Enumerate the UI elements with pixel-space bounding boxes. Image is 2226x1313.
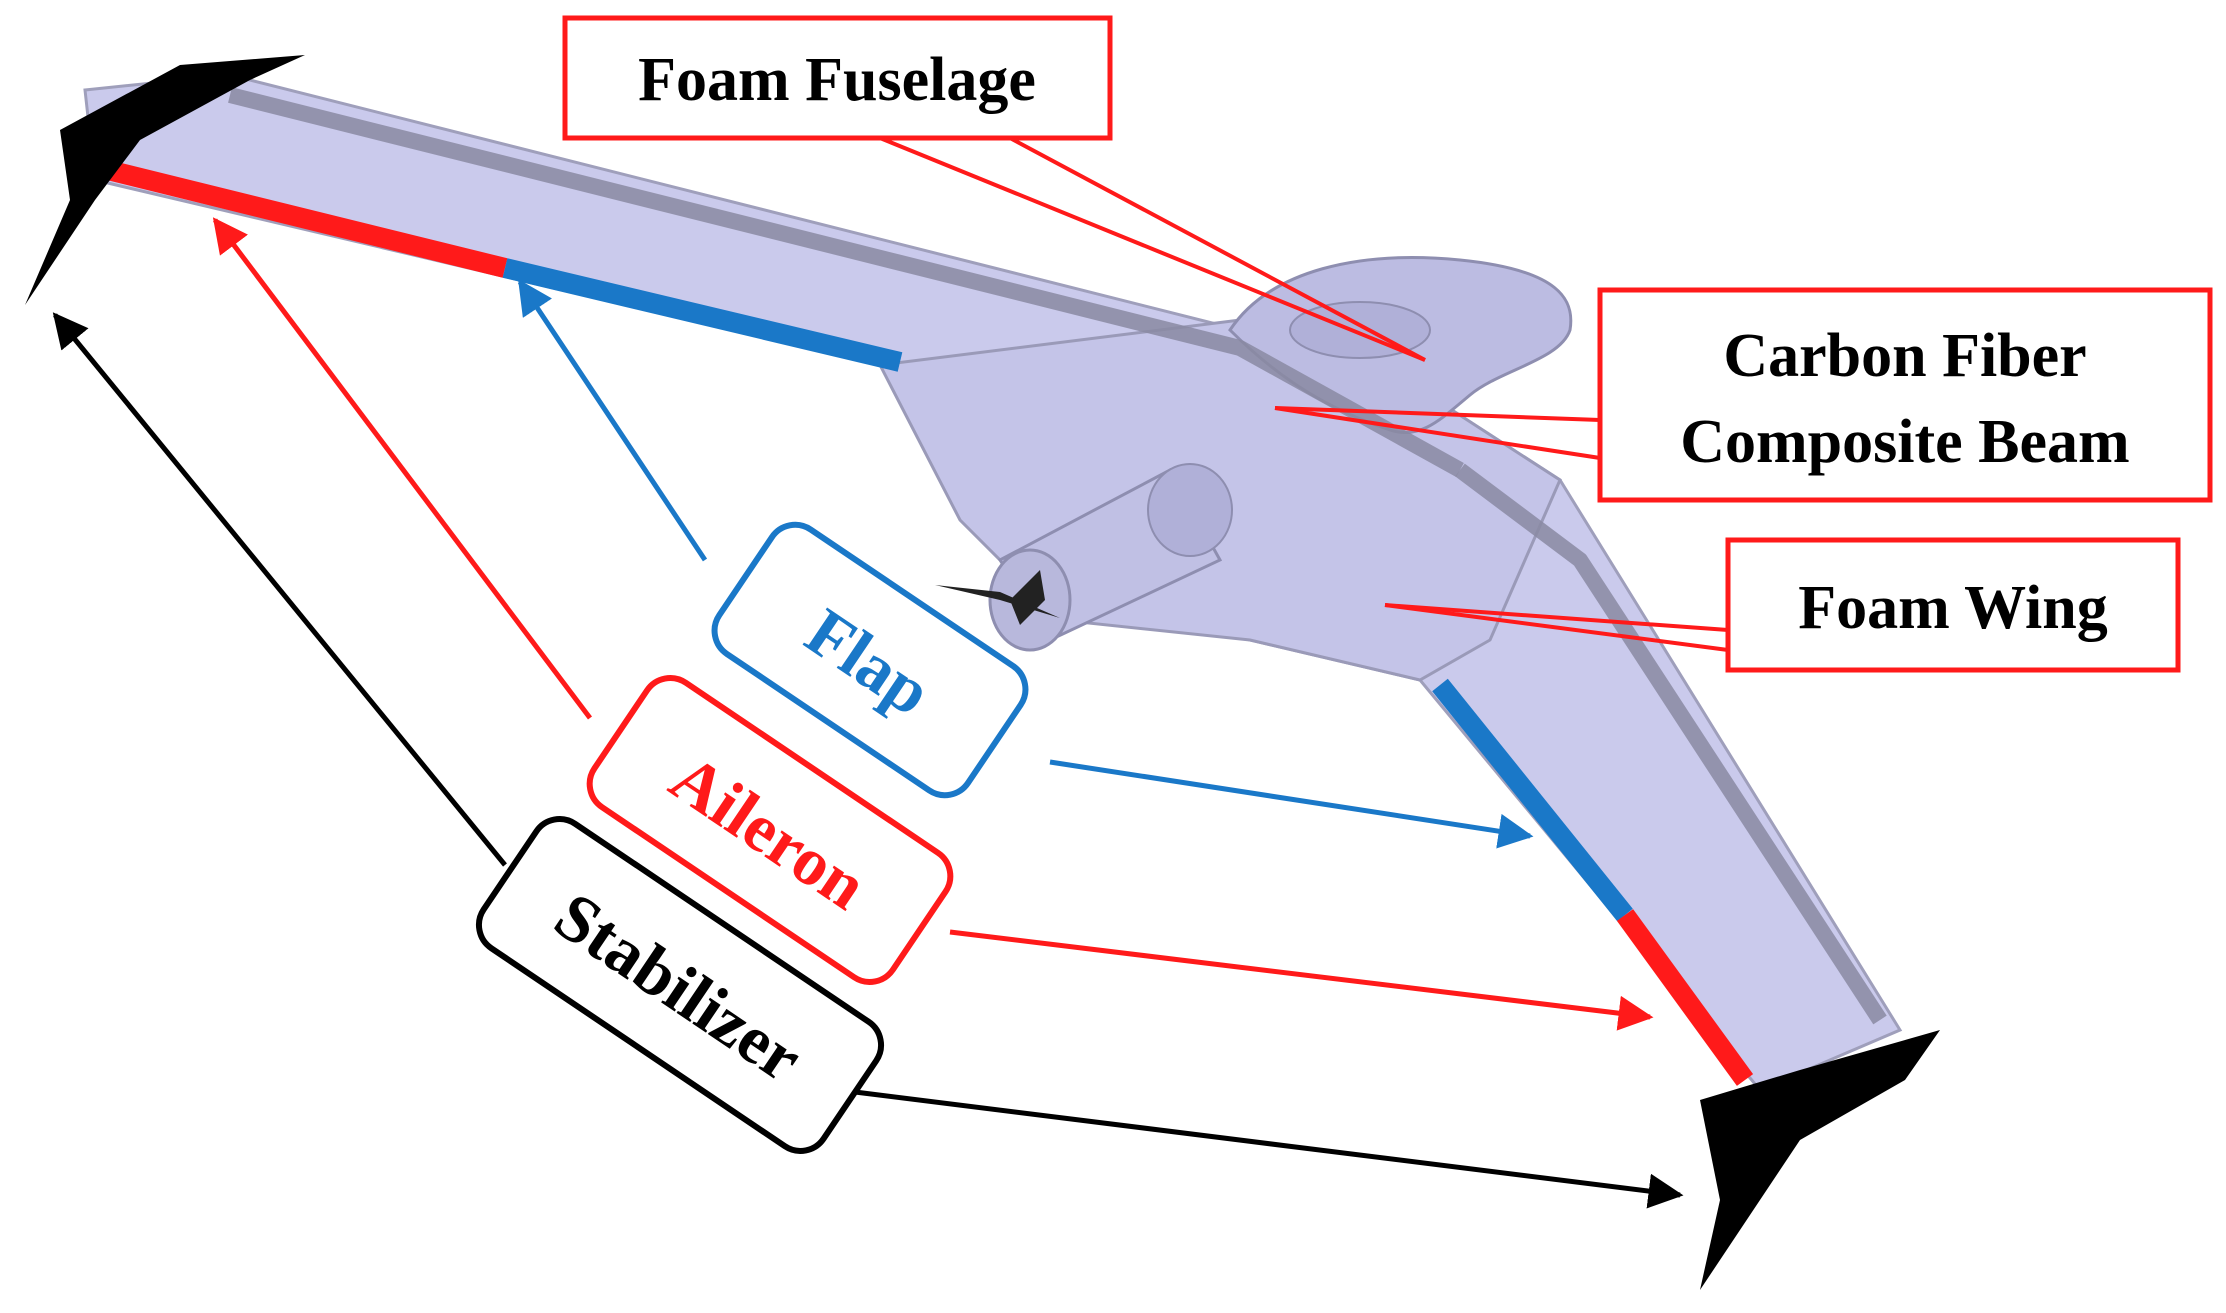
foam-fuselage-text: Foam Fuselage [638, 46, 1036, 114]
left-aileron [97, 158, 508, 278]
wing-leader-1 [1384, 603, 1729, 632]
right-stabilizer [1700, 1030, 1940, 1290]
left-stabilizer [25, 55, 305, 305]
flap-arrow-right [1049, 759, 1534, 849]
carbon-beam-left [228, 87, 1464, 477]
foam-wing-text: Foam Wing [1798, 574, 2108, 642]
right-aileron [1616, 909, 1754, 1086]
beam-leader-1 [1274, 406, 1601, 422]
aileron-arrow-right [949, 929, 1654, 1031]
beam-leader-2 [1274, 406, 1601, 460]
stabilizer-arrow-left [52, 312, 507, 867]
left-flap [502, 258, 903, 372]
fuselage-leader-2 [1009, 136, 1426, 362]
carbon-beam-text-line2: Composite Beam [1680, 408, 2129, 476]
label-foam-wing: Foam Wing [1725, 537, 2181, 673]
label-carbon-beam: Carbon Fiber Composite Beam [1597, 287, 2213, 503]
right-flap [1432, 678, 1633, 922]
leader-lines [52, 136, 1729, 1209]
label-flap: Flap [711, 521, 1029, 799]
wing-leader-2 [1384, 603, 1729, 652]
label-foam-fuselage: Foam Fuselage [562, 15, 1113, 141]
aileron-arrow-left [212, 217, 592, 720]
carbon-beam-right [1455, 463, 1887, 1025]
stabilizer-arrow-right [854, 1089, 1684, 1209]
propeller-icon [935, 570, 1060, 625]
flap-arrow-left [517, 279, 708, 562]
fuselage-leader-1 [879, 136, 1426, 362]
carbon-beam-text-line1: Carbon Fiber [1723, 322, 2086, 390]
aircraft-model [25, 55, 1940, 1290]
